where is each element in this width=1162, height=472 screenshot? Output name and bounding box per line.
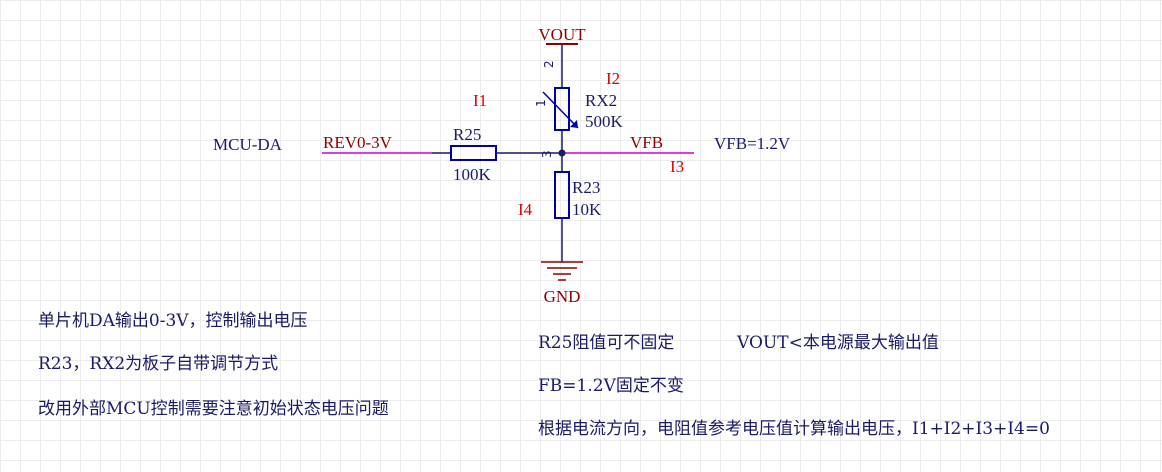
- vfb-value-label: VFB=1.2V: [714, 134, 791, 153]
- mcu-da-label: MCU-DA: [213, 135, 283, 154]
- r25-value: 100K: [453, 165, 492, 184]
- current-i4-label: I4: [518, 200, 533, 219]
- note-r25-variable: R25阻值可不固定: [538, 333, 675, 353]
- note-calculation: 根据电流方向，电阻值参考电压值计算输出电压，I1+I2+I3+I4=0: [538, 419, 1050, 439]
- rx2-value: 500K: [585, 112, 624, 131]
- note-onboard-adjust: R23，RX2为板子自带调节方式: [38, 354, 279, 374]
- r23-resistor-body: [554, 171, 570, 219]
- note-initial-state: 改用外部MCU控制需要注意初始状态电压问题: [38, 399, 389, 419]
- vfb-net-label: VFB: [630, 133, 663, 152]
- gnd-label: GND: [544, 287, 581, 306]
- current-i2-label: I2: [606, 69, 620, 88]
- r23-designator: R23: [572, 178, 600, 197]
- ground-symbol-icon: [541, 261, 583, 281]
- rx2-arrow-head-icon: [570, 120, 578, 128]
- junction-node-icon: [558, 149, 566, 157]
- note-vout-limit: VOUT<本电源最大输出值: [737, 333, 939, 353]
- rx2-designator: RX2: [585, 91, 617, 110]
- rx2-pin1-number: 1: [534, 99, 548, 107]
- r25-resistor-body: [450, 145, 497, 161]
- note-fb-fixed: FB=1.2V固定不变: [538, 376, 684, 396]
- rx2-adjust-arrow-icon: [542, 91, 579, 129]
- r25-designator: R25: [453, 125, 481, 144]
- rev-net-label: REV0-3V: [323, 133, 393, 152]
- current-i1-label: I1: [473, 91, 487, 110]
- r23-value: 10K: [572, 200, 602, 219]
- current-i3-label: I3: [670, 157, 684, 176]
- vout-label: VOUT: [538, 25, 586, 44]
- rx2-resistor-body: [554, 87, 570, 131]
- note-mcu-output: 单片机DA输出0-3V，控制输出电压: [38, 311, 308, 331]
- rx2-pin2-number: 2: [542, 60, 556, 68]
- rx2-pin3-number: 3: [540, 150, 554, 158]
